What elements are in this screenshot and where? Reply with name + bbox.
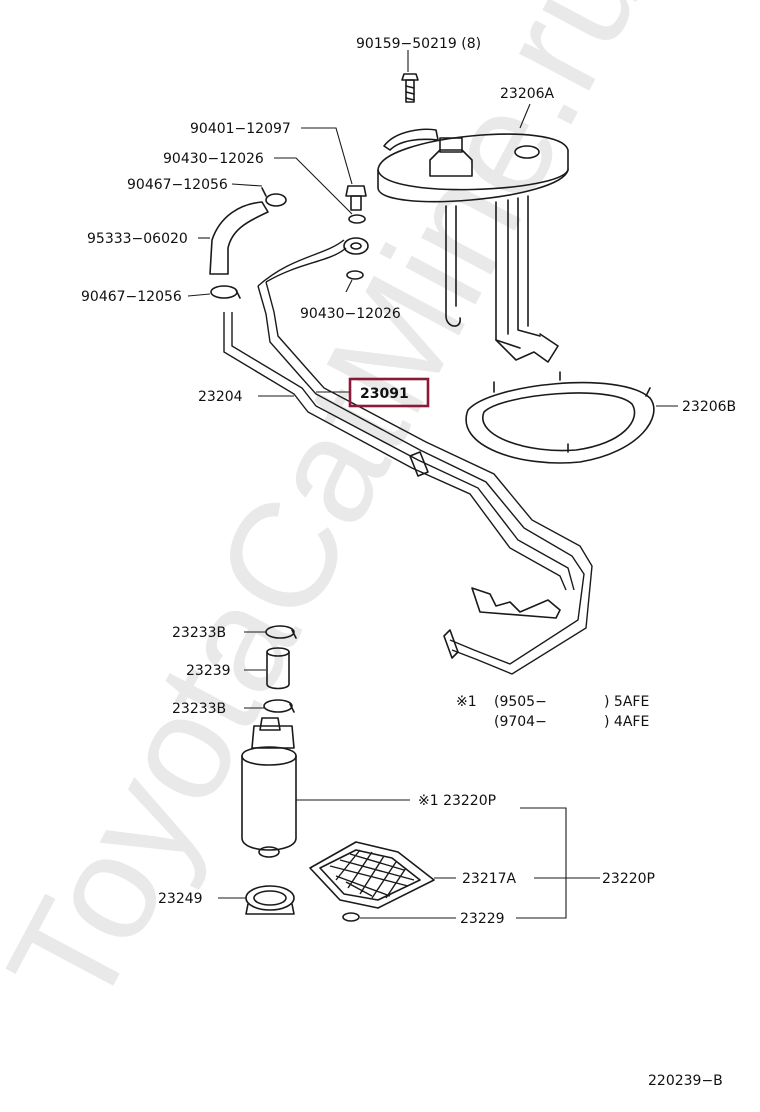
diagram-id: 220239−B bbox=[648, 1073, 723, 1089]
label-tube-sub[interactable]: 23204 bbox=[198, 389, 243, 405]
label-clamp-b1[interactable]: 23233B bbox=[172, 625, 226, 641]
label-filter[interactable]: 23217A bbox=[462, 871, 517, 887]
union-fitting-icon bbox=[343, 237, 369, 255]
pump-bracket-icon bbox=[377, 128, 569, 363]
gasket-lower-icon bbox=[346, 270, 364, 280]
highlight-box bbox=[348, 377, 430, 408]
fuel-tube-icon bbox=[223, 239, 593, 675]
label-bolt-top[interactable]: 90159−50219 (8) bbox=[356, 36, 481, 52]
label-pump[interactable]: ※1 23220P bbox=[418, 793, 496, 809]
label-cushion[interactable]: 23249 bbox=[158, 891, 203, 907]
clip-icon bbox=[342, 912, 360, 922]
clamp-upper-icon bbox=[261, 187, 287, 207]
label-union-bolt[interactable]: 90401−12097 bbox=[190, 121, 291, 137]
short-hose-icon bbox=[266, 647, 290, 690]
label-gasket-lower[interactable]: 90430−12026 bbox=[300, 306, 401, 322]
label-pump-assy[interactable]: 23220P bbox=[602, 871, 655, 887]
cushion-icon bbox=[245, 885, 295, 915]
label-hose[interactable]: 95333−06020 bbox=[87, 231, 188, 247]
label-pipe-highlight[interactable]: 23091 bbox=[360, 386, 409, 402]
gasket-ring-icon bbox=[465, 371, 655, 464]
hose-icon bbox=[209, 201, 269, 275]
clamp-b2-icon bbox=[263, 699, 295, 713]
label-clamp-upper[interactable]: 90467−12056 bbox=[127, 177, 228, 193]
leader-lines bbox=[187, 50, 678, 919]
union-bolt-icon bbox=[345, 185, 367, 211]
note-line2-date: (9704− bbox=[494, 714, 547, 730]
note-line1-mark: ※1 bbox=[456, 694, 477, 710]
bolt-icon bbox=[401, 73, 419, 103]
label-clip[interactable]: 23229 bbox=[460, 911, 505, 927]
label-sender-gauge[interactable]: 23206A bbox=[500, 86, 555, 102]
fuel-pump-icon bbox=[241, 717, 297, 858]
note-line2-engine: ) 4AFE bbox=[604, 714, 649, 730]
label-gasket-upper[interactable]: 90430−12026 bbox=[163, 151, 264, 167]
fuel-filter-icon bbox=[309, 841, 435, 909]
gasket-upper-icon bbox=[348, 214, 366, 224]
label-clamp-b2[interactable]: 23233B bbox=[172, 701, 226, 717]
note-line1-date: (9505− bbox=[494, 694, 547, 710]
label-clamp-lower[interactable]: 90467−12056 bbox=[81, 289, 182, 305]
clamp-lower-icon bbox=[210, 285, 241, 299]
label-gasket-plate[interactable]: 23206B bbox=[682, 399, 736, 415]
note-line1-engine: ) 5AFE bbox=[604, 694, 649, 710]
watermark: ToyotaCatMine.ru bbox=[0, 0, 675, 1035]
label-hose-short[interactable]: 23239 bbox=[186, 663, 231, 679]
